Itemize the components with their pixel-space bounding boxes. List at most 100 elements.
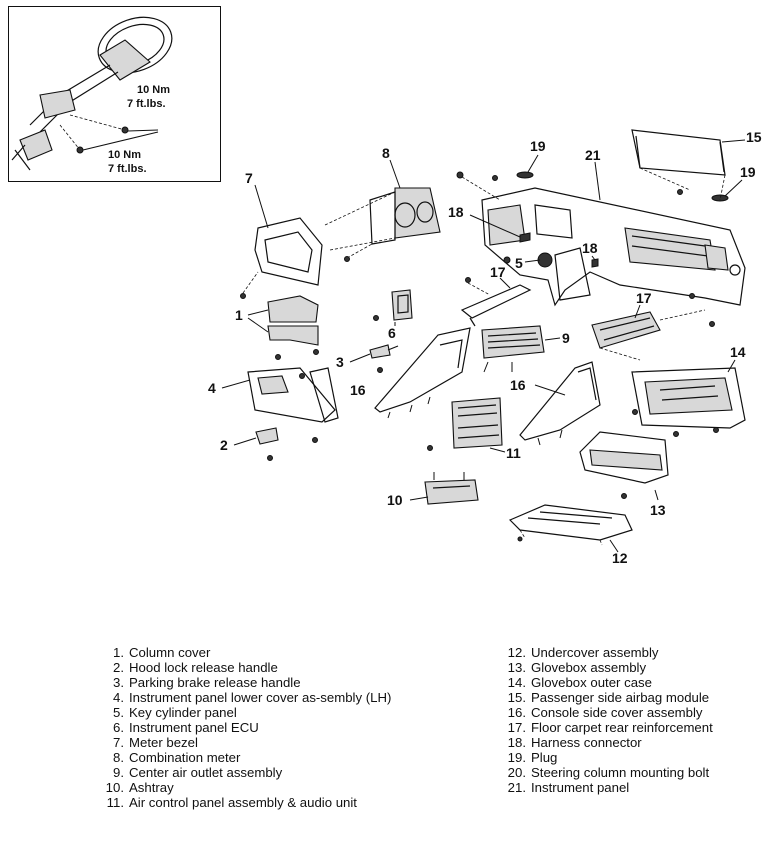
floor-carpet-reinforcement-right: [591, 293, 715, 361]
instrument-panel-lower-cover-lh: [221, 367, 339, 443]
torque-top-value: 10 Nm: [137, 84, 170, 96]
legend-item-text: Combination meter: [129, 750, 241, 765]
legend-item-number: 4.: [113, 690, 124, 705]
callout-13: 13: [650, 502, 666, 518]
callout-6: 6: [388, 325, 396, 341]
legend-item: 15.Passenger side airbag module: [500, 690, 770, 705]
glovebox-outer-case: [631, 359, 746, 437]
legend-item-text: Plug: [531, 750, 558, 765]
callout-8: 8: [382, 145, 390, 161]
legend-item-text: Undercover assembly: [531, 645, 659, 660]
legend-item-number: 6.: [113, 720, 124, 735]
legend-item: 18. Harness connector: [500, 735, 770, 750]
legend-item-text: Parking brake release handle: [129, 675, 301, 690]
legend-item-number: 1.: [113, 645, 124, 660]
legend-item-text: Air control panel assembly & audio unit: [129, 795, 357, 810]
legend-item-text: Instrument panel ECU: [129, 720, 259, 735]
legend-item: 12. Undercover assembly: [500, 645, 770, 660]
legend-item-text: Floor carpet rear reinforcement: [531, 720, 713, 735]
legend-item: 20. Steering column mounting bolt: [500, 765, 770, 780]
legend-item: 4.Instrument panel lower cover as-sembly…: [100, 690, 400, 705]
legend-item-number: 11.: [106, 795, 124, 810]
legend-item-text: Steering column mounting bolt: [531, 765, 710, 780]
callout-18-left: 18: [448, 204, 464, 220]
callout-15: 15: [746, 129, 762, 145]
legend-item-number: 16.: [507, 705, 526, 720]
callout-17-left: 17: [490, 264, 506, 280]
legend-item-number: 18.: [507, 735, 526, 750]
callout-18-right: 18: [582, 240, 598, 256]
legend-item-text: Center air outlet assembly: [129, 765, 283, 780]
callout-1: 1: [235, 307, 243, 323]
torque-bottom-value: 10 Nm: [108, 149, 141, 161]
legend-item-number: 12.: [507, 645, 526, 660]
instrument-panel-ecu: [373, 289, 413, 326]
steering-column-drawing: [11, 16, 173, 171]
legend-item-number: 7.: [113, 735, 124, 750]
callout-4: 4: [208, 380, 216, 396]
parking-brake-release-handle: [349, 344, 399, 373]
meter-bezel: [240, 184, 323, 299]
column-cover: [247, 295, 319, 360]
key-cylinder-panel: [503, 256, 541, 264]
callout-12: 12: [612, 550, 628, 566]
exploded-diagram: 10 Nm 7 ft.lbs. 10 Nm 7 ft.lbs. 7 8: [11, 16, 762, 566]
harness-connector: [469, 214, 599, 268]
callout-9: 9: [562, 330, 570, 346]
legend-item-number: 2.: [113, 660, 124, 675]
callout-7: 7: [245, 170, 253, 186]
console-side-cover-left: [374, 327, 471, 419]
callout-3: 3: [336, 354, 344, 370]
callout-10: 10: [387, 492, 403, 508]
steering-column-inset: [8, 6, 221, 182]
floor-carpet-reinforcement-left: [460, 277, 532, 327]
plugs: [456, 154, 743, 202]
legend-item-text: Passenger side airbag module: [531, 690, 710, 705]
legend-item-text: Instrument panel: [531, 780, 630, 795]
legend-item-number: 13.: [507, 660, 526, 675]
legend-item-number: 10.: [105, 780, 124, 795]
legend-item-text: Ashtray: [129, 780, 174, 795]
legend-item-text: Key cylinder panel: [129, 705, 237, 720]
legend-item: 10. Ashtray: [100, 780, 400, 795]
callout-19-left: 19: [530, 138, 546, 154]
legend-item: 7. Meter bezel: [100, 735, 400, 750]
air-control-panel-audio: [427, 397, 506, 453]
legend-item-text: Glovebox outer case: [531, 675, 652, 690]
legend-item-number: 3.: [113, 675, 124, 690]
callout-19-right: 19: [740, 164, 756, 180]
legend-item-number: 17.: [507, 720, 526, 735]
legend-item: 1.Column cover: [100, 645, 400, 660]
legend-item-number: 8.: [113, 750, 124, 765]
legend-item: 8. Combination meter: [100, 750, 400, 765]
combination-meter: [324, 159, 441, 262]
legend-item: 3. Parking brake release handle: [100, 675, 400, 690]
legend-item: 16. Console side cover assembly: [500, 705, 770, 720]
ashtray: [409, 472, 479, 505]
callout-5: 5: [515, 255, 523, 271]
callout-21: 21: [585, 147, 601, 163]
callout-2: 2: [220, 437, 228, 453]
passenger-airbag-module: [631, 129, 746, 201]
torque-bottom-imperial: 7 ft.lbs.: [108, 163, 147, 175]
legend-item-text: Harness connector: [531, 735, 642, 750]
legend-item: 17. Floor carpet rear reinforcement: [500, 720, 770, 735]
glovebox: [579, 431, 669, 501]
legend-item-number: 5.: [113, 705, 124, 720]
legend-item-number: 20.: [507, 765, 526, 780]
legend-item-number: 21.: [507, 780, 526, 795]
callout-16-left: 16: [350, 382, 366, 398]
callout-17-right: 17: [636, 290, 652, 306]
legend-item: 2.Hood lock release handle: [100, 660, 400, 675]
legend-item: 6. Instrument panel ECU: [100, 720, 400, 735]
legend-item-text: Console side cover assembly: [531, 705, 703, 720]
instrument-panel: [481, 161, 746, 307]
legend-item-text: Meter bezel: [129, 735, 198, 750]
callout-14: 14: [730, 344, 746, 360]
callout-16-right: 16: [510, 377, 526, 393]
legend-item-number: 14.: [507, 675, 526, 690]
legend-item: 9.Center air outlet assembly: [100, 765, 400, 780]
console-side-cover-right: [519, 361, 601, 446]
